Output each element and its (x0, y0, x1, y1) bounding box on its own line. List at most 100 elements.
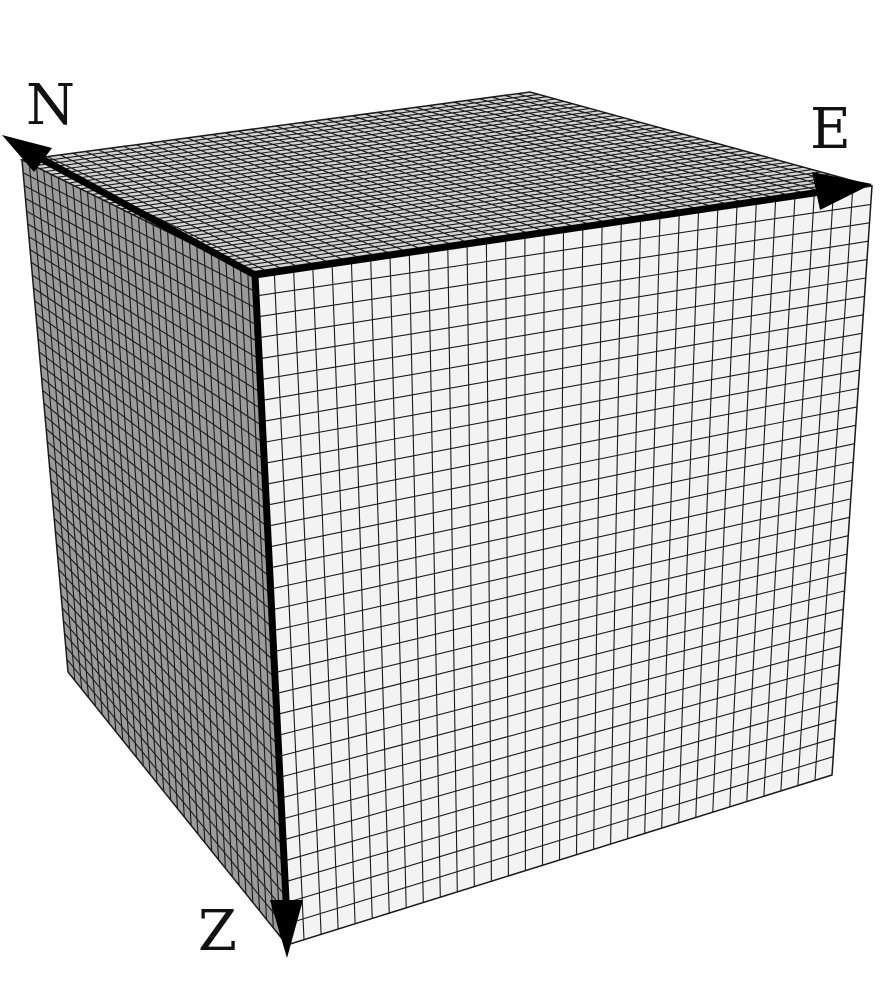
front-grid-line-v (281, 682, 839, 841)
top-grid-line-v (132, 136, 693, 216)
side-grid-line-v (29, 249, 261, 393)
side-grid-line-v (59, 582, 282, 829)
front-grid-line-v (277, 608, 844, 758)
front-grid-line-v (258, 259, 868, 360)
side-grid-line-v (42, 389, 270, 577)
top-grid-line-v (155, 145, 727, 227)
east-axis-label: E (810, 97, 851, 162)
side-grid-line-v (66, 658, 287, 929)
top-grid-line-v (196, 161, 787, 247)
side-grid-line-v (45, 428, 273, 628)
top-grid-line-v (202, 164, 796, 250)
top-grid-line-v (214, 169, 813, 256)
side-grid-line-v (26, 210, 259, 343)
top-grid-line-v (74, 112, 608, 187)
east-arrowhead (812, 172, 872, 210)
side-grid-line-v (57, 556, 281, 795)
top-grid-line-v (208, 166, 804, 253)
top-grid-line-v (225, 173, 830, 262)
front-grid-line-v (262, 332, 863, 444)
top-grid-line-v (56, 105, 582, 178)
top-grid-line-v (109, 126, 659, 204)
top-grid-line-v (86, 117, 625, 193)
side-grid-line-v (40, 364, 269, 544)
front-grid-line-v (261, 314, 864, 423)
top-grid-line-v (144, 140, 710, 221)
front-grid-line-v (265, 387, 859, 506)
top-grid-line-v (51, 103, 573, 175)
front-grid-line-v (280, 664, 840, 820)
top-grid-line-v (179, 154, 761, 239)
top-grid-line-v (138, 138, 702, 219)
front-grid-line-v (268, 443, 855, 569)
top-grid-line-v (220, 171, 821, 259)
front-grid-line-v (266, 406, 858, 527)
top-grid-line-v (68, 110, 599, 184)
side-grid-line-v (48, 453, 274, 661)
north-arrowhead (2, 135, 52, 172)
top-grid-line-v (231, 176, 838, 265)
top-grid-line-v (185, 157, 770, 242)
side-grid-line-v (60, 594, 283, 845)
top-grid-line-v (45, 100, 565, 173)
side-grid-line-v (46, 441, 273, 644)
side-grid-line-v (49, 466, 275, 678)
side-grid-line-v (58, 569, 282, 812)
top-grid-line-v (120, 131, 676, 210)
front-grid-line-v (275, 571, 846, 716)
top-grid-line-v (237, 178, 847, 267)
side-grid-line-v (38, 351, 268, 527)
side-grid-line-v (27, 223, 260, 360)
front-grid-line-v (264, 369, 860, 485)
top-grid-line-v (80, 114, 616, 190)
side-grid-line-v (34, 300, 265, 460)
top-grid-line-v (173, 152, 753, 236)
front-grid-line-v (256, 222, 870, 318)
front-grid-line-v (270, 479, 853, 611)
front-grid-line-v (284, 737, 835, 904)
north-axis-label: N (26, 73, 75, 138)
front-grid-line-v (282, 700, 838, 862)
side-grid-line-v (61, 607, 284, 862)
side-grid-line-v (30, 261, 262, 410)
side-grid-line-v (22, 172, 257, 293)
top-grid-line-v (150, 143, 719, 224)
top-grid-line-v (62, 107, 590, 181)
front-grid-line-v (269, 461, 854, 590)
front-grid-line-v (283, 719, 836, 883)
side-grid-line-v (64, 633, 286, 896)
side-grid-line-v (44, 415, 272, 611)
top-grid-line-v (91, 119, 633, 196)
top-grid-line-v (115, 129, 667, 207)
side-grid-line-v (56, 543, 280, 778)
top-grid-line-v (33, 96, 548, 167)
side-grid-line-v (52, 505, 277, 728)
side-grid-line-v (65, 646, 286, 912)
side-grid-line-v (55, 530, 279, 762)
side-grid-line-v (32, 274, 263, 427)
side-grid-line-v (43, 402, 271, 594)
side-grid-line-v (62, 620, 285, 879)
front-grid-line-v (279, 645, 841, 799)
top-grid-line-v (126, 133, 684, 213)
front-grid-line-v (272, 516, 850, 653)
side-grid-line-v (35, 313, 265, 477)
front-grid-line-v (257, 240, 869, 339)
top-grid-line-v (243, 180, 855, 270)
down-arrowhead (270, 900, 303, 958)
top-grid-line-v (39, 98, 556, 170)
side-grid-line-v (37, 338, 267, 510)
down-axis-label: Z (198, 899, 237, 964)
east-axis-arrow (254, 184, 849, 279)
front-grid-line-v (267, 424, 856, 548)
top-grid-line-v (97, 121, 642, 198)
top-grid-line-v (161, 147, 736, 230)
side-grid-line-v (36, 325, 266, 494)
side-grid-line-v (24, 185, 257, 309)
front-grid-line-v (260, 295, 865, 402)
side-grid-line-v (28, 236, 261, 376)
top-grid-line-v (190, 159, 779, 244)
front-grid-line-v (255, 203, 871, 297)
